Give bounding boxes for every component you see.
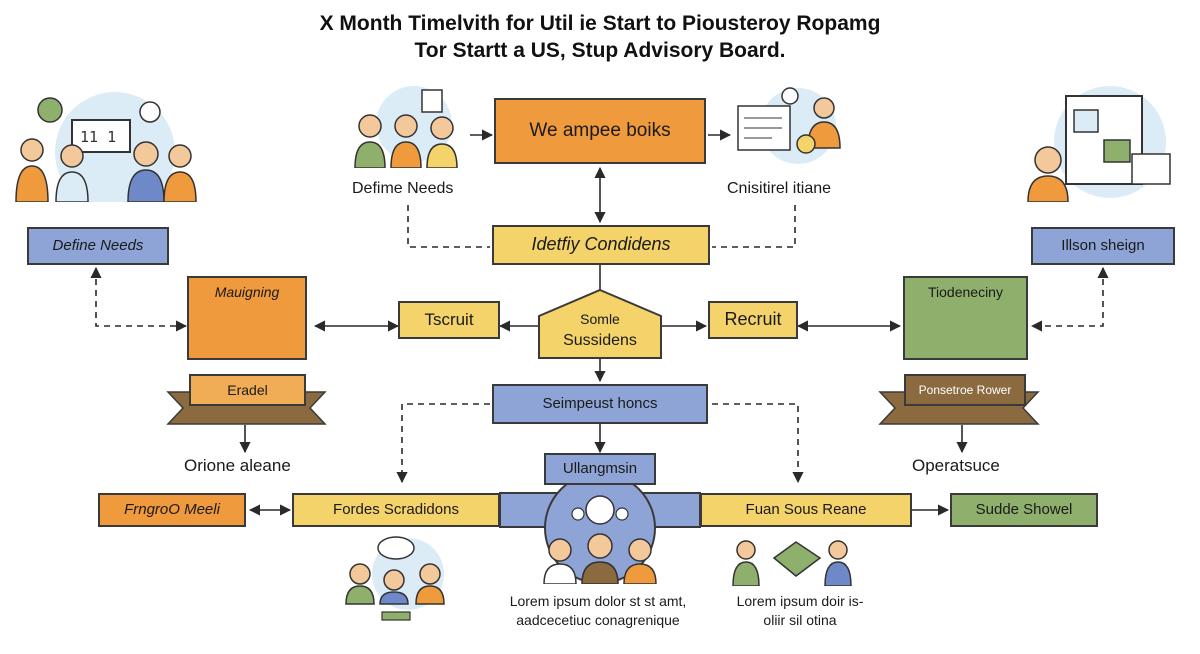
pentagon-label-somle: Somle: [580, 311, 620, 327]
ribbon-ponsetroe-rower[interactable]: Ponsetroe Rower: [904, 374, 1026, 406]
box-ullangmsin[interactable]: Ullangmsin: [544, 453, 656, 485]
box-fordes-scradidons[interactable]: Fordes Scradidons: [292, 493, 500, 527]
center-pentagon: [538, 288, 662, 359]
mauigning-label: Mauigning: [214, 284, 280, 300]
box-mauigning[interactable]: Mauigning: [187, 276, 307, 360]
analyst-lightbulb-illustration: [737, 87, 841, 164]
title-line-2: Tor Startt a US, Stup Advisory Board.: [414, 39, 786, 62]
caption-right-line-2: oliir sil otina: [763, 612, 837, 628]
box-recruit[interactable]: Recruit: [708, 301, 798, 339]
group-chat-illustration: [345, 536, 445, 621]
label-defime-needs: Defime Needs: [352, 180, 454, 197]
box-frngroo-meeli[interactable]: FrngroO Meeli: [98, 493, 246, 527]
caption-left-line-2: aadcecetiuc conagrenique: [516, 612, 680, 628]
label-operatsuce: Operatsuce: [912, 456, 1000, 475]
tiodeneciny-label: Tiodeneciny: [928, 284, 1003, 300]
pentagon-label-sussidens: Sussidens: [563, 332, 637, 349]
box-seimpeust-honcs[interactable]: Seimpeust honcs: [492, 384, 708, 424]
caption-right-line-1: Lorem ipsum doir is-: [736, 593, 864, 609]
title-line-1: X Month Timelvith for Util ie Start to P…: [319, 12, 881, 35]
box-we-ampee-boiks[interactable]: We ampee boiks: [494, 98, 706, 164]
box-sudde-showel[interactable]: Sudde Showel: [950, 493, 1098, 527]
ribbon-eradel[interactable]: Eradel: [189, 374, 306, 406]
box-fuan-sous-reane[interactable]: Fuan Sous Reane: [700, 493, 912, 527]
box-illson-sheign[interactable]: Illson sheign: [1031, 227, 1175, 265]
meeting-people-illustration: [543, 495, 657, 584]
label-orione-aleane: Orione aleane: [184, 456, 291, 475]
svg-text:11 1: 11 1: [80, 128, 116, 146]
box-tiodeneciny[interactable]: Tiodeneciny: [903, 276, 1028, 360]
box-tscruit[interactable]: Tscruit: [398, 301, 500, 339]
collaboration-illustration: [732, 540, 852, 586]
label-cnisitirel-itiane: Cnisitirel itiane: [727, 180, 832, 197]
presenter-document-illustration: [1027, 86, 1171, 202]
team-whiteboard-illustration: 11 1: [15, 92, 197, 202]
box-define-needs[interactable]: Define Needs: [27, 227, 169, 265]
caption-left-line-1: Lorem ipsum dolor st st amt,: [509, 593, 687, 609]
box-identify-condidens[interactable]: Idetfiy Condidens: [492, 225, 710, 265]
team-money-illustration: [354, 86, 458, 168]
